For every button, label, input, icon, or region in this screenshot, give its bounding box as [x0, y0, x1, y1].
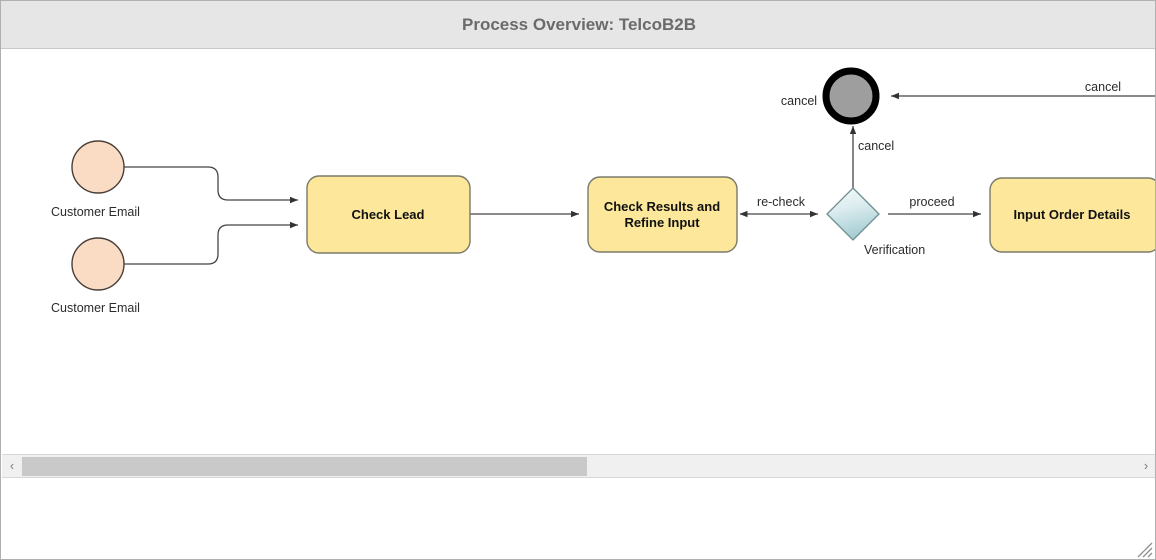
edge-label-cancel-left: cancel — [781, 94, 817, 108]
end-event-circle[interactable] — [822, 67, 880, 125]
task-check-results[interactable]: Check Results and Refine Input — [587, 176, 738, 253]
edge-label-cancel-bottom: cancel — [858, 139, 894, 153]
edge-label-cancel-topright: cancel — [1085, 80, 1121, 94]
end-event-terminate[interactable] — [822, 67, 880, 125]
task-check-results-label-line1: Check Results and — [604, 199, 720, 214]
edge-start1-to-check-lead — [124, 166, 298, 204]
dialog-footer: CLOSE — [2, 479, 1155, 559]
task-box[interactable] — [306, 175, 471, 254]
task-input-order-details[interactable]: Input Order Details — [989, 177, 1156, 253]
scroll-left-arrow-icon[interactable]: ‹ — [9, 458, 15, 473]
start-event-2[interactable]: Customer Email — [51, 237, 140, 315]
task-input-order-label: Input Order Details — [1013, 207, 1130, 222]
task-check-results-label-line2: Refine Input — [624, 215, 700, 230]
start-event-1[interactable]: Customer Email — [51, 140, 140, 219]
task-check-lead-label: Check Lead — [352, 207, 425, 222]
edge-label-re-check: re-check — [757, 195, 806, 209]
resize-grip-icon[interactable] — [1137, 542, 1153, 558]
gateway-diamond[interactable] — [826, 187, 880, 241]
scroll-right-arrow-icon[interactable]: › — [1143, 458, 1149, 473]
gateway-verification[interactable]: Verification — [826, 187, 925, 257]
scrollbar-track[interactable] — [22, 455, 1136, 477]
start-event-1-label: Customer Email — [51, 205, 140, 219]
start-event-2-label: Customer Email — [51, 301, 140, 315]
gateway-label: Verification — [864, 243, 925, 257]
edge-start2-to-check-lead — [124, 221, 298, 265]
horizontal-scrollbar[interactable]: ‹ › — [2, 454, 1155, 478]
scrollbar-thumb[interactable] — [22, 457, 587, 476]
task-box[interactable] — [989, 177, 1156, 253]
page-title: Process Overview: TelcoB2B — [461, 15, 696, 34]
edge-label-proceed: proceed — [909, 195, 954, 209]
start-event-circle[interactable] — [71, 237, 125, 291]
task-box[interactable] — [587, 176, 738, 253]
window-titlebar: Process Overview: TelcoB2B — [1, 1, 1155, 49]
start-event-circle[interactable] — [71, 140, 125, 194]
task-check-lead[interactable]: Check Lead — [306, 175, 471, 254]
diagram-canvas[interactable]: Customer Email Customer Email Check Lead… — [2, 50, 1156, 454]
